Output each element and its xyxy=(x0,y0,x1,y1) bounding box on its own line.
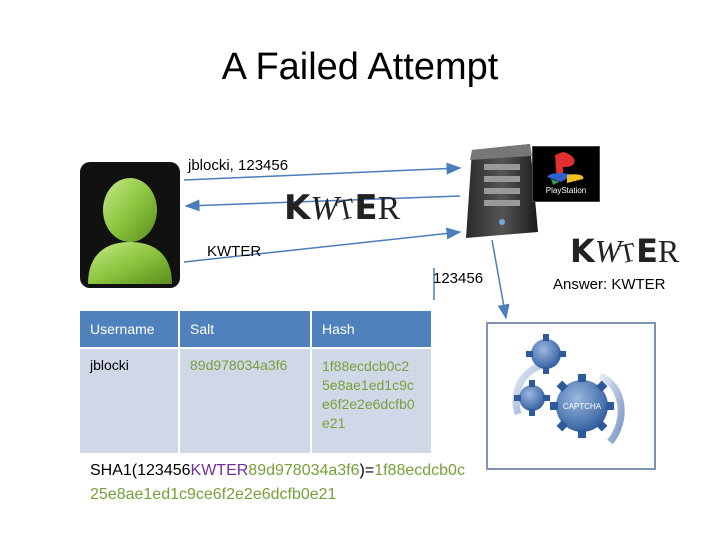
captcha-illustration: CAPTCHA xyxy=(486,322,656,470)
slide-title: A Failed Attempt xyxy=(221,46,499,88)
captcha-badge: CAPTCHA xyxy=(562,402,602,411)
server-to-captcha-arrow xyxy=(491,239,510,320)
answer-arrow xyxy=(183,227,462,263)
server-icon xyxy=(466,144,538,238)
captcha-gears-icon xyxy=(512,334,625,445)
cell-salt: 89d978034a3f6 xyxy=(179,347,312,453)
captcha-image: KWTER xyxy=(284,188,401,228)
hash-table: Username Salt Hash jblocki 89d978034a3f6… xyxy=(80,311,433,453)
user-icon xyxy=(80,162,180,288)
table-row: jblocki 89d978034a3f6 1f88ecdcb0c25e8ae1… xyxy=(80,347,433,453)
request-arrow xyxy=(183,162,462,181)
server-forward-label: 123456 xyxy=(433,270,484,287)
header-salt: Salt xyxy=(179,311,312,348)
playstation-logo-text: PlayStation xyxy=(545,186,587,195)
header-username: Username xyxy=(80,311,180,348)
captcha-return-arrow xyxy=(184,195,461,212)
answer-label: Answer: KWTER xyxy=(553,276,666,293)
cell-username: jblocki xyxy=(80,347,180,453)
header-hash: Hash xyxy=(311,311,433,348)
request-label: jblocki, 123456 xyxy=(188,157,289,174)
playstation-logo: PlayStation xyxy=(532,146,600,202)
sha-formula: SHA1(123456KWTER89d978034a3f6)=1f88ecdcb… xyxy=(90,462,465,503)
response-label: KWTER xyxy=(207,243,262,260)
cell-hash: 1f88ecdcb0c25e8ae1ed1c9ce6f2e2e6dcfb0e21 xyxy=(322,358,415,431)
captcha-image-answer: KWTER xyxy=(570,232,680,270)
